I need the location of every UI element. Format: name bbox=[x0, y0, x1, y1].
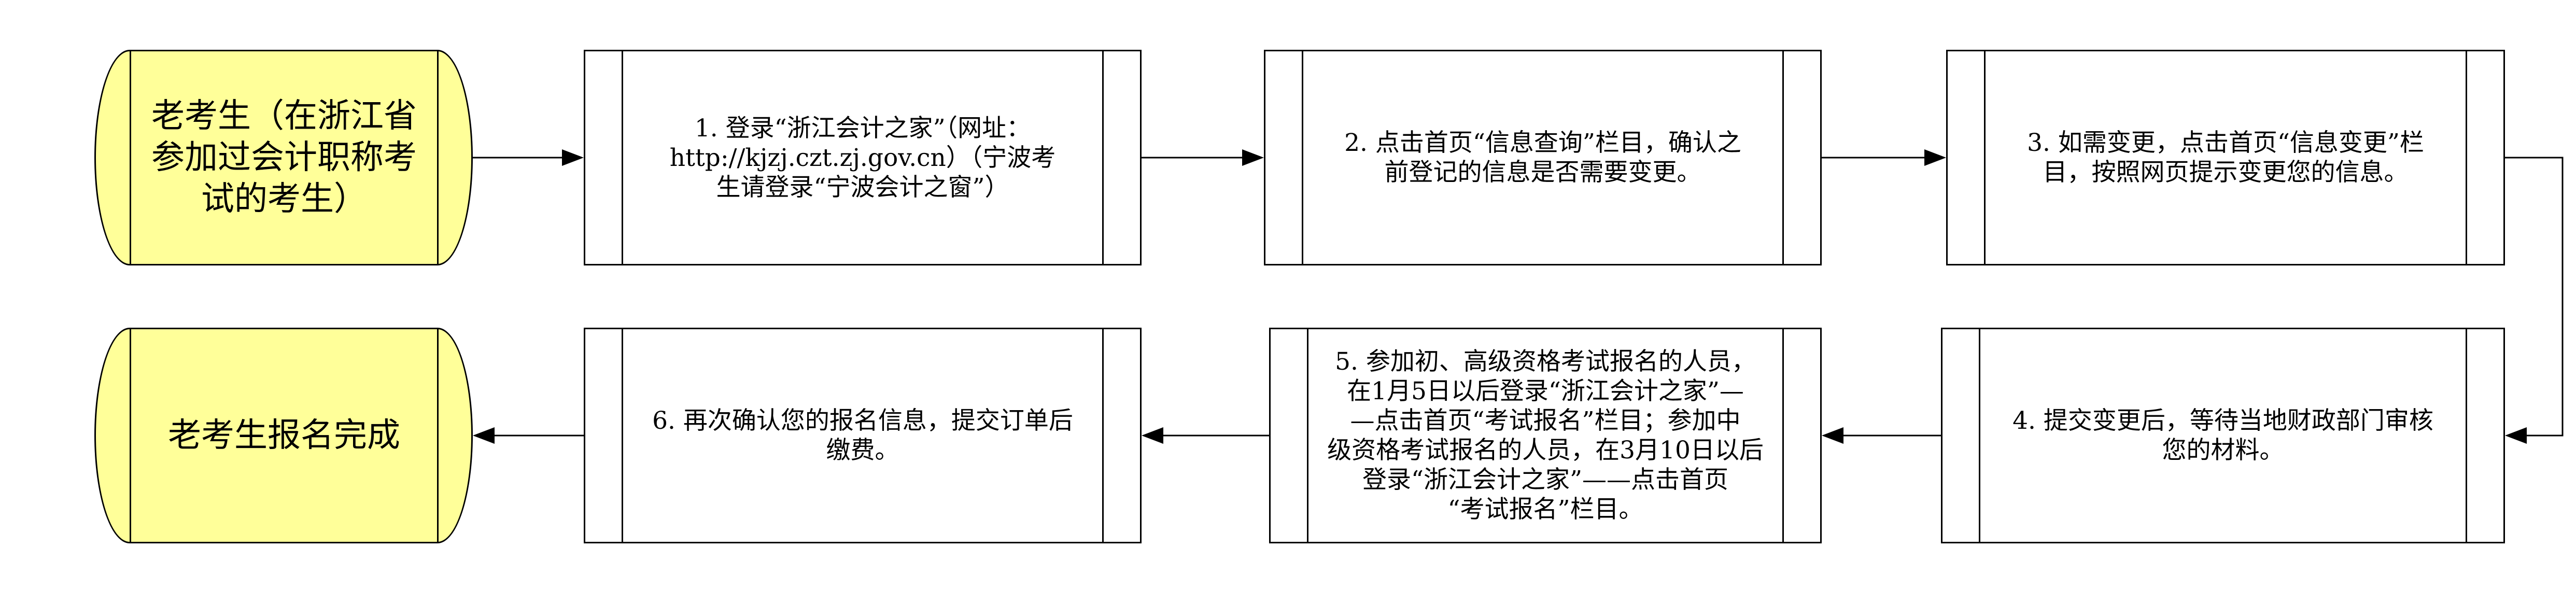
step-5-text-line: “考试报名”栏目。 bbox=[1447, 495, 1643, 524]
start-terminator: 老考生（在浙江省 参加过会计职称考 试的考生） bbox=[94, 50, 473, 265]
step-5-box: 5. 参加初、高级资格考试报名的人员， 在1月5日以后登录“浙江会计之家”— —… bbox=[1269, 328, 1822, 543]
arrow-start-to-step-1 bbox=[473, 149, 584, 166]
step-5-text-line: 级资格考试报名的人员，在3月10日以后 bbox=[1327, 436, 1764, 465]
step-2-right-bar bbox=[1782, 51, 1784, 264]
arrow-step-3-to-step-4 bbox=[2505, 157, 2564, 444]
start-text-line: 试的考生） bbox=[201, 180, 367, 218]
end-terminator: 老考生报名完成 bbox=[94, 328, 473, 543]
start-terminator-text: 老考生（在浙江省 参加过会计职称考 试的考生） bbox=[132, 51, 436, 264]
step-2-text-line: 2. 点击首页“信息查询”栏目，确认之 bbox=[1344, 129, 1741, 157]
step-4-box: 4. 提交变更后，等待当地财政部门审核 您的材料。 bbox=[1941, 328, 2505, 543]
start-terminator-right-bar bbox=[437, 51, 439, 264]
step-6-right-bar bbox=[1102, 329, 1104, 542]
step-2-text: 2. 点击首页“信息查询”栏目，确认之 前登记的信息是否需要变更。 bbox=[1305, 51, 1781, 264]
step-2-box: 2. 点击首页“信息查询”栏目，确认之 前登记的信息是否需要变更。 bbox=[1264, 50, 1822, 265]
step-3-box: 3. 如需变更，点击首页“信息变更”栏 目，按照网页提示变更您的信息。 bbox=[1946, 50, 2505, 265]
step-3-right-bar bbox=[2466, 51, 2467, 264]
step-5-text-line: 登录“浙江会计之家”——点击首页 bbox=[1362, 466, 1729, 494]
step-6-text: 6. 再次确认您的报名信息，提交订单后 缴费。 bbox=[625, 329, 1101, 542]
step-1-left-bar bbox=[622, 51, 623, 264]
step-4-text-line: 4. 提交变更后，等待当地财政部门审核 bbox=[2012, 406, 2433, 435]
end-terminator-text: 老考生报名完成 bbox=[132, 329, 436, 542]
arrow-step-1-to-step-2 bbox=[1142, 149, 1264, 166]
step-4-right-bar bbox=[2466, 329, 2467, 542]
step-1-box: 1. 登录“浙江会计之家”（网址： http://kjzj.czt.zj.gov… bbox=[584, 50, 1142, 265]
step-5-text: 5. 参加初、高级资格考试报名的人员， 在1月5日以后登录“浙江会计之家”— —… bbox=[1310, 329, 1781, 542]
arrow-step-5-to-step-6 bbox=[1142, 427, 1269, 444]
step-1-text-line: http://kjzj.czt.zj.gov.cn）（宁波考 bbox=[669, 143, 1056, 172]
step-1-text-line: 1. 登录“浙江会计之家”（网址： bbox=[694, 114, 1031, 143]
step-3-left-bar bbox=[1984, 51, 1986, 264]
step-1-right-bar bbox=[1102, 51, 1104, 264]
step-5-right-bar bbox=[1782, 329, 1784, 542]
step-3-text: 3. 如需变更，点击首页“信息变更”栏 目，按照网页提示变更您的信息。 bbox=[1987, 51, 2464, 264]
step-4-text-line: 您的材料。 bbox=[2162, 436, 2284, 465]
step-3-text-line: 目，按照网页提示变更您的信息。 bbox=[2043, 158, 2409, 187]
step-6-box: 6. 再次确认您的报名信息，提交订单后 缴费。 bbox=[584, 328, 1142, 543]
start-terminator-left-bar bbox=[130, 51, 131, 264]
step-6-text-line: 6. 再次确认您的报名信息，提交订单后 bbox=[652, 406, 1073, 435]
step-4-text: 4. 提交变更后，等待当地财政部门审核 您的材料。 bbox=[1982, 329, 2464, 542]
step-5-text-line: 在1月5日以后登录“浙江会计之家”— bbox=[1347, 377, 1744, 405]
step-1-text: 1. 登录“浙江会计之家”（网址： http://kjzj.czt.zj.gov… bbox=[625, 51, 1101, 264]
step-4-left-bar bbox=[1979, 329, 1980, 542]
end-terminator-right-bar bbox=[437, 329, 439, 542]
step-1-text-line: 生请登录“宁波会计之窗”） bbox=[716, 173, 1009, 202]
arrow-step-4-to-step-5 bbox=[1822, 427, 1941, 444]
start-text-line: 老考生（在浙江省 bbox=[151, 97, 417, 135]
step-5-left-bar bbox=[1307, 329, 1308, 542]
step-6-left-bar bbox=[622, 329, 623, 542]
step-3-text-line: 3. 如需变更，点击首页“信息变更”栏 bbox=[2027, 129, 2424, 157]
end-text-line: 老考生报名完成 bbox=[168, 416, 400, 455]
end-terminator-left-bar bbox=[130, 329, 131, 542]
step-5-text-line: —点击首页“考试报名”栏目；参加中 bbox=[1350, 406, 1741, 435]
step-5-text-line: 5. 参加初、高级资格考试报名的人员， bbox=[1335, 347, 1756, 376]
start-text-line: 参加过会计职称考 bbox=[151, 138, 417, 177]
arrow-step-6-to-end bbox=[473, 427, 584, 444]
arrow-step-2-to-step-3 bbox=[1822, 149, 1946, 166]
step-2-left-bar bbox=[1302, 51, 1303, 264]
step-2-text-line: 前登记的信息是否需要变更。 bbox=[1384, 158, 1701, 187]
step-6-text-line: 缴费。 bbox=[826, 436, 899, 465]
